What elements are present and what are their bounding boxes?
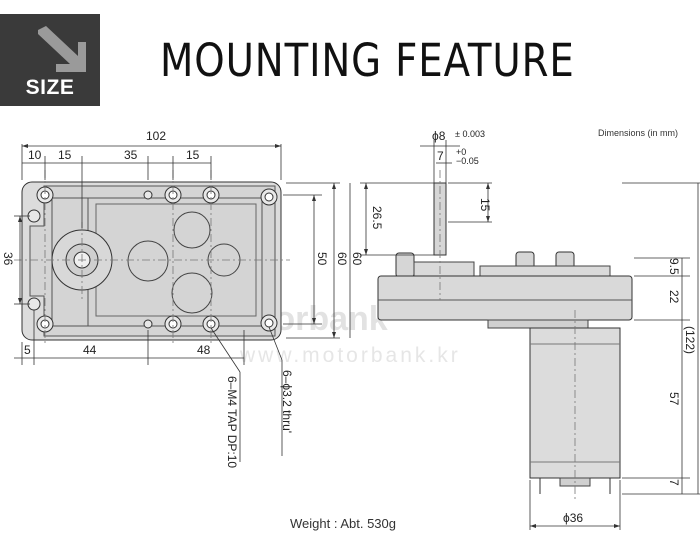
dimensions-note: Dimensions (in mm) <box>598 128 679 138</box>
front-view <box>14 144 340 462</box>
note-thru: 6–ϕ3.2 thru' <box>280 370 294 433</box>
weight-label: Weight : Abt. 530g <box>290 516 396 531</box>
arrow-down-right-icon <box>38 26 86 72</box>
dim-width-overall: 102 <box>146 129 166 143</box>
watermark-url: www.motorbank.kr <box>239 344 461 367</box>
dim-flat-tol-lower: −0.05 <box>456 156 479 166</box>
dim-right-1: 60 <box>335 252 349 266</box>
dim-left: 36 <box>1 252 15 266</box>
dim-top-0: 10 <box>28 148 42 162</box>
side-view <box>349 140 700 530</box>
size-badge-label: SIZE <box>25 76 75 99</box>
dim-flange: 9.5 <box>667 258 681 275</box>
dim-height: 60 <box>350 252 364 266</box>
dim-motor-dia: ϕ36 <box>563 511 583 525</box>
dim-top-3: 15 <box>186 148 200 162</box>
dim-top-2: 35 <box>124 148 138 162</box>
page-title: MOUNTING FEATURE <box>160 34 575 87</box>
dim-flat-tol-upper: +0 <box>456 147 466 157</box>
dim-shaft-tol: ± 0.003 <box>455 129 485 139</box>
dim-bottom-2: 48 <box>197 343 211 357</box>
dim-flat-length: 15 <box>478 198 492 212</box>
dim-bottom-1: 44 <box>83 343 97 357</box>
dim-total: (122) <box>683 326 697 354</box>
dim-right-0: 50 <box>315 252 329 266</box>
dim-flat-width: 7 <box>437 149 444 163</box>
dim-shaft-length: 26.5 <box>370 206 384 230</box>
dim-gearbox: 22 <box>667 290 681 304</box>
dim-bottom-0: 5 <box>24 343 31 357</box>
note-tap: 6–M4 TAP DP:10 <box>225 376 239 468</box>
dim-shaft-dia: ϕ8 <box>432 129 446 143</box>
dim-terminal: 7 <box>667 479 681 486</box>
size-badge: SIZE <box>0 14 100 106</box>
dim-top-1: 15 <box>58 148 72 162</box>
dim-motor: 57 <box>667 392 681 406</box>
